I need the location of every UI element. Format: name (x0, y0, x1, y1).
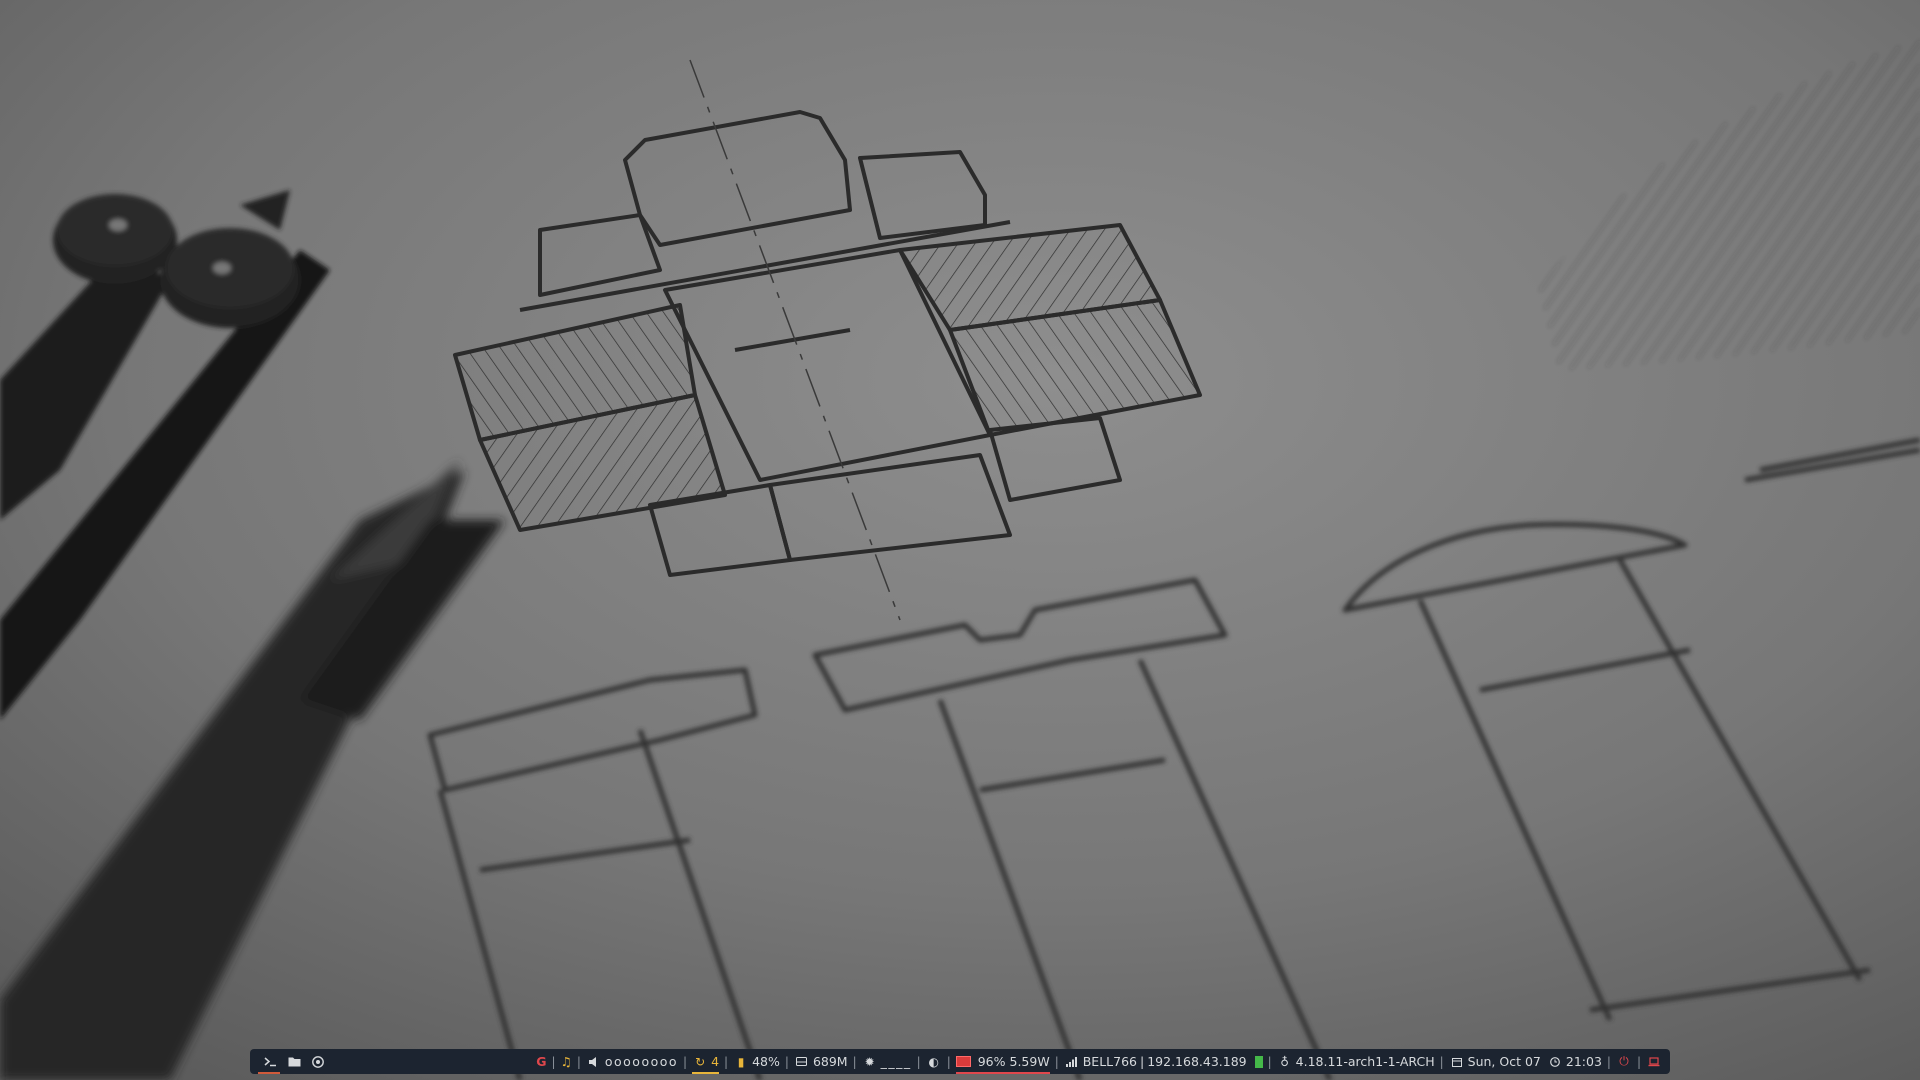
theme-module[interactable]: ◐ (926, 1049, 942, 1074)
time-text: 21:03 (1565, 1054, 1602, 1069)
terminal-icon[interactable] (262, 1053, 278, 1071)
memory-module[interactable]: ▮ 48% (733, 1049, 780, 1074)
gmail-module[interactable]: G (536, 1049, 546, 1074)
connection-status-indicator (1254, 1055, 1263, 1068)
separator: | (576, 1054, 581, 1069)
chrome-icon[interactable] (310, 1053, 326, 1071)
battery-status: 96% 5.59W (977, 1054, 1050, 1069)
disk-module[interactable]: 689M (794, 1049, 848, 1074)
arch-linux-icon: ♁ (1280, 1054, 1290, 1069)
kernel-version: 4.18.11-arch1-1-ARCH (1295, 1054, 1435, 1069)
refresh-icon: ↻ (695, 1054, 706, 1069)
power-button[interactable]: ⏻ (1616, 1049, 1632, 1074)
battery-underline (955, 1072, 1050, 1074)
battery-icon (955, 1056, 971, 1067)
volume-module[interactable]: oooooooo (586, 1049, 678, 1074)
modules-group: G | ♫ | oooooooo | ↻ 4 | ▮ 48% | (536, 1049, 1662, 1074)
updates-underline (692, 1072, 720, 1074)
updates-module[interactable]: ↻ 4 (692, 1049, 720, 1074)
wifi-signal-icon (1064, 1053, 1080, 1071)
separator: | (852, 1054, 857, 1069)
date-text: Sun, Oct 07 (1467, 1054, 1541, 1069)
memory-percent: 48% (752, 1054, 780, 1069)
speaker-icon (586, 1053, 602, 1071)
separator: | (1439, 1054, 1444, 1069)
separator: | (1267, 1054, 1272, 1069)
calendar-icon (1449, 1053, 1465, 1071)
disk-icon (794, 1053, 810, 1071)
disk-free: 689M (812, 1054, 848, 1069)
clock-icon (1547, 1053, 1563, 1071)
separator: | (551, 1054, 556, 1069)
status-bar: G | ♫ | oooooooo | ↻ 4 | ▮ 48% | (250, 1049, 1670, 1074)
updates-count: 4 (711, 1054, 720, 1069)
power-icon: ⏻ (1619, 1054, 1629, 1068)
brightness-module[interactable]: ✹ ____ (862, 1049, 912, 1074)
memory-icon: ▮ (737, 1054, 745, 1069)
gear-icon: ✹ (864, 1054, 875, 1069)
separator: | (724, 1054, 729, 1069)
date-module[interactable]: Sun, Oct 07 21:03 (1449, 1049, 1602, 1074)
kernel-module: ♁ 4.18.11-arch1-1-ARCH (1277, 1049, 1435, 1074)
separator: | (1606, 1054, 1611, 1069)
ip-address: 192.168.43.189 (1147, 1054, 1247, 1069)
music-note-icon: ♫ (560, 1054, 572, 1069)
separator: | (683, 1054, 688, 1069)
separator: | (1636, 1054, 1641, 1069)
active-launcher-indicator (258, 1072, 280, 1074)
separator: | (1054, 1054, 1059, 1069)
volume-level-dots: oooooooo (604, 1054, 679, 1069)
folder-icon[interactable] (286, 1053, 302, 1071)
wifi-ssid: BELL766 (1082, 1054, 1137, 1069)
brightness-bars: ____ (880, 1054, 912, 1069)
gmail-icon: G (536, 1054, 547, 1069)
contrast-icon: ◐ (928, 1054, 939, 1069)
separator: | (916, 1054, 921, 1069)
battery-module[interactable]: 96% 5.59W (955, 1049, 1050, 1074)
music-module[interactable]: ♫ (561, 1049, 572, 1074)
laptop-icon (1646, 1053, 1662, 1071)
network-module[interactable]: BELL766 | 192.168.43.189 (1064, 1049, 1263, 1074)
separator: | (784, 1054, 789, 1069)
separator: | (1140, 1054, 1145, 1069)
separator: | (946, 1054, 951, 1069)
launcher-group (258, 1049, 330, 1074)
laptop-module[interactable] (1646, 1049, 1662, 1074)
